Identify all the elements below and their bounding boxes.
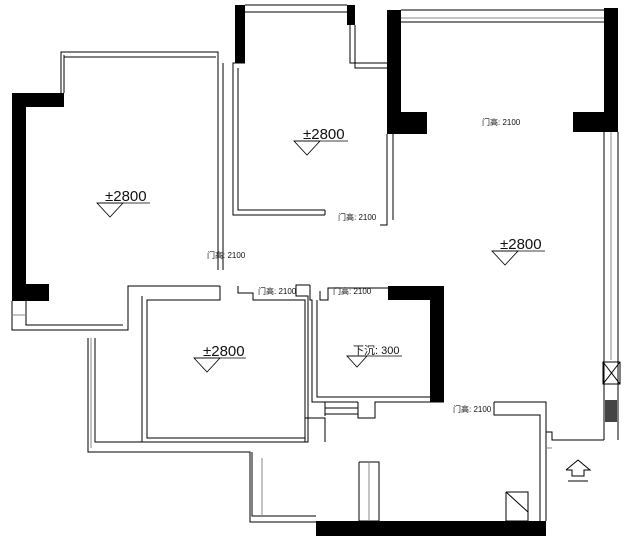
wall-outlines: [11, 4, 621, 523]
level-text: ±2800: [105, 188, 147, 205]
wall-bottom: [316, 521, 546, 536]
level-mark-bedroom-left: ±2800: [96, 188, 150, 218]
wall-top-bedroom-right: [347, 5, 355, 25]
entrance-marker-icon: [565, 459, 592, 477]
wall-left-top-stub: [12, 93, 64, 107]
wall-living-left-column: [387, 10, 401, 134]
door-labels: 门高: 2100 门高: 2100 门高: 2100 门高: 2100 门高: …: [207, 117, 521, 414]
wall-living-right-column: [604, 8, 618, 132]
door-label: 门高: 2100: [258, 286, 297, 296]
door-label: 门高: 2100: [482, 117, 521, 127]
door-label: 门高: 2100: [338, 212, 377, 222]
wall-living-right-stub: [573, 112, 604, 132]
wall-bathroom-right: [430, 286, 444, 402]
wall-living-left-stub: [401, 112, 427, 134]
door-label: 门高: 2100: [207, 250, 246, 260]
level-text: 下沉: 300: [353, 344, 399, 357]
structural-walls: [12, 5, 618, 536]
level-mark-bedroom-bottom: ±2800: [193, 343, 246, 373]
level-text: ±2800: [203, 343, 245, 360]
level-mark-bathroom: 下沉: 300: [346, 344, 402, 368]
door-label: 门高: 2100: [333, 286, 372, 296]
level-text: ±2800: [500, 236, 542, 253]
level-mark-bedroom-top: ±2800: [293, 126, 348, 156]
level-mark-living-room: ±2800: [491, 236, 545, 266]
wall-left-bottom-stub: [12, 284, 49, 301]
wall-left-upper: [12, 93, 26, 301]
level-text: ±2800: [303, 126, 345, 143]
wall-bathroom-top: [388, 286, 444, 300]
wall-top-bedroom-left: [235, 5, 245, 63]
door-label: 门高: 2100: [453, 404, 492, 414]
